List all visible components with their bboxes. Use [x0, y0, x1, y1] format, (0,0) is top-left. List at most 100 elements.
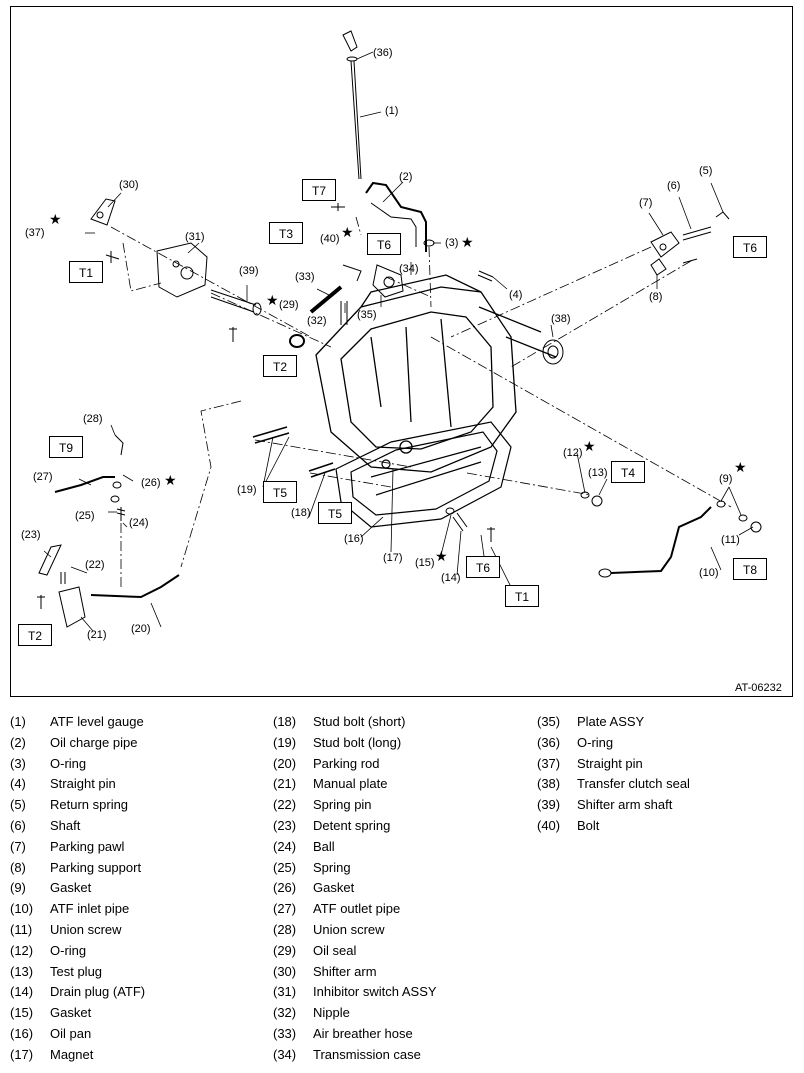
star-icon: ★: [341, 224, 354, 240]
legend-part-name: Magnet: [50, 1046, 94, 1062]
test-plug: [591, 495, 603, 507]
legend-part-name: Oil charge pipe: [50, 734, 138, 750]
legend-number: (18): [273, 714, 297, 729]
legend-number: (38): [537, 776, 561, 792]
legend-number: (33): [273, 1025, 297, 1041]
legend-part-name: Shifter arm shaft: [577, 797, 673, 813]
legend-number: (32): [273, 1005, 297, 1021]
callout-29: (29): [279, 299, 299, 311]
diagram-drawing: [37, 30, 762, 632]
legend-part-name: Inhibitor switch ASSY: [313, 984, 437, 1000]
legend-part-name: Air breather hose: [313, 1025, 413, 1041]
callout-31: (31): [185, 231, 205, 243]
legend-part-name: Stud bolt (short): [313, 714, 406, 729]
torque-box-t6: T6: [466, 556, 500, 578]
legend-part-name: Oil seal: [313, 942, 357, 958]
legend-number: (8): [10, 859, 26, 875]
callout-4: (4): [509, 289, 523, 301]
torque-box-t2: T2: [263, 355, 297, 377]
assembly-lines: [110, 216, 732, 589]
legend-number: (6): [10, 817, 26, 833]
callout-20: (20): [131, 623, 151, 635]
bolts: [37, 203, 495, 609]
callout-17: (17): [383, 552, 403, 564]
callout-2: (2): [399, 171, 413, 183]
atf-outlet-pipe: [54, 434, 124, 503]
callout-27: (27): [33, 471, 53, 483]
callout-3: (3): [445, 237, 459, 249]
callout-5: (5): [699, 165, 713, 177]
callout-14: (14): [441, 572, 461, 584]
figure-code: AT-06232: [735, 682, 782, 694]
legend-number: (25): [273, 859, 297, 875]
callout-37: (37): [25, 227, 45, 239]
legend-part-name: Shaft: [50, 817, 81, 833]
star-icon: ★: [266, 292, 279, 308]
legend-number: (27): [273, 901, 297, 917]
legend-number: (39): [537, 797, 561, 813]
legend-part-name: Parking rod: [313, 755, 380, 771]
legend-part-name: ATF outlet pipe: [313, 901, 401, 917]
exploded-diagram: (36) (1) (2) (30) (37) (31) (40) (3) (34…: [10, 6, 793, 697]
callout-16: (16): [344, 533, 364, 545]
legend-number: (29): [273, 942, 297, 958]
legend-part-name: Nipple: [313, 1005, 350, 1021]
legend-part-name: Drain plug (ATF): [50, 984, 146, 1000]
legend-part-name: Gasket: [50, 1005, 92, 1021]
callout-11: (11): [721, 534, 740, 546]
callout-26: (26): [141, 477, 161, 489]
callout-33: (33): [295, 271, 315, 283]
straight-pin-4: [477, 270, 494, 282]
legend-number: (26): [273, 880, 297, 896]
legend-part-name: Transmission case: [313, 1046, 421, 1062]
legend-part-name: Oil pan: [50, 1025, 92, 1041]
legend-number: (15): [10, 1005, 34, 1021]
legend-part-name: Return spring: [50, 797, 129, 813]
parking-rod: [90, 574, 180, 599]
spring-pin: [60, 572, 66, 584]
oil-seal: [289, 334, 305, 348]
legend-part-name: Plate ASSY: [577, 714, 645, 729]
torque-box-t1: T1: [505, 585, 539, 607]
torque-box-t2: T2: [18, 624, 52, 646]
legend-part-name: Gasket: [313, 880, 355, 896]
legend-number: (2): [10, 734, 26, 750]
legend-part-name: Parking support: [50, 859, 142, 875]
inhibitor-switch: [156, 242, 208, 298]
callout-23: (23): [21, 529, 41, 541]
torque-box-t5: T5: [318, 502, 352, 524]
legend-part-name: Straight pin: [50, 776, 116, 792]
torque-box-t6: T6: [367, 233, 401, 255]
legend-part-name: Shifter arm: [313, 963, 377, 979]
parts-legend: (1)ATF level gauge(2)Oil charge pipe(3)O…: [0, 712, 804, 1068]
leader-lines: [43, 51, 754, 632]
callout-18: (18): [291, 507, 311, 519]
callout-19: (19): [237, 484, 257, 496]
callout-15: (15): [415, 557, 435, 569]
callout-1: (1): [385, 105, 399, 117]
legend-number: (9): [10, 880, 26, 896]
callout-21: (21): [87, 629, 107, 641]
legend-part-name: Union screw: [313, 921, 385, 937]
legend-number: (37): [537, 755, 561, 771]
callout-40: (40): [320, 233, 340, 245]
plate-assy: [342, 264, 404, 298]
legend-part-name: O-ring: [50, 942, 87, 958]
star-icon: ★: [164, 472, 177, 488]
air-breather-hose: [309, 285, 343, 314]
callout-6: (6): [667, 180, 681, 192]
legend-part-name: Transfer clutch seal: [577, 776, 690, 792]
legend-part-name: Ball: [313, 838, 335, 854]
callout-13: (13): [588, 467, 608, 479]
callout-24: (24): [129, 517, 149, 529]
legend-part-name: Straight pin: [577, 755, 643, 771]
torque-box-t7: T7: [302, 179, 336, 201]
legend-number: (28): [273, 921, 297, 937]
legend-number: (4): [10, 776, 26, 792]
legend-number: (31): [273, 984, 297, 1000]
legend-number: (14): [10, 984, 34, 1000]
drain-plug: [452, 512, 468, 532]
star-icon: ★: [435, 548, 448, 564]
legend-part-name: Stud bolt (long): [313, 734, 402, 750]
legend-part-name: Spring: [313, 859, 351, 875]
